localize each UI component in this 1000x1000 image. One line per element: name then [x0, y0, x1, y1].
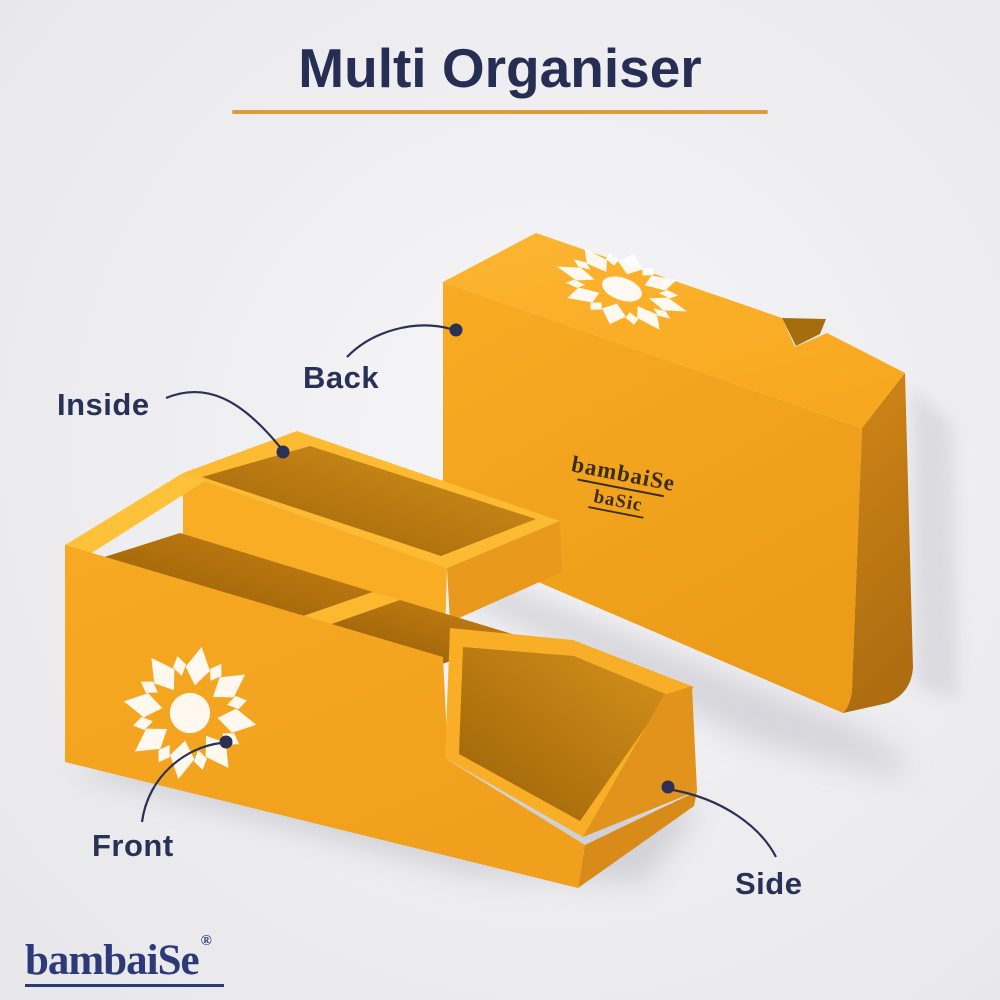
callout-dots	[219, 323, 675, 794]
callout-dot-side	[661, 780, 675, 794]
organizer-divider-rim	[292, 592, 400, 628]
back-box: bambaiSe baSic	[443, 231, 913, 713]
brand-logo: bambaiSe®	[25, 933, 224, 988]
organizer-tall-compartment-cavity	[202, 446, 536, 556]
callout-line-front	[140, 741, 222, 823]
organizer-front-face	[65, 545, 585, 888]
shadow-back-box-right	[912, 388, 958, 700]
back-box-notch-face	[782, 318, 826, 346]
callout-label-inside: Inside	[57, 387, 150, 422]
callout-dot-back	[449, 323, 463, 337]
organizer-tray-right-wall-lower	[578, 791, 697, 888]
callout-label-back: Back	[303, 360, 380, 395]
callout-line-back	[346, 324, 452, 358]
back-box-front-face	[443, 282, 862, 713]
organizer-tray-cavity	[459, 647, 668, 821]
organizer-tall-compartment-front-wall	[183, 473, 447, 634]
callout-line-inside	[165, 390, 281, 448]
callout-line-side	[672, 788, 777, 858]
back-box-right-face	[843, 373, 913, 713]
shadow-back-box	[445, 560, 906, 778]
registered-trademark-icon: ®	[200, 933, 212, 949]
organizer-left-wall-rim	[65, 473, 205, 554]
back-box-top-face	[443, 233, 905, 428]
callout-label-side: Side	[735, 866, 803, 901]
page-title: Multi Organiser	[298, 37, 702, 99]
title-underline	[232, 110, 768, 114]
callout-label-front: Front	[92, 828, 174, 863]
callout-dot-inside	[276, 445, 290, 459]
brand-logo-text: bambaiSe	[25, 937, 200, 984]
callout-connectors	[140, 324, 777, 858]
callout-dot-front	[219, 735, 233, 749]
organizer-tall-compartment-right-wall	[447, 521, 562, 622]
organizer-left-cavity	[95, 533, 373, 620]
front-organizer	[65, 431, 697, 888]
organizer-tray-right-wall	[583, 686, 697, 837]
